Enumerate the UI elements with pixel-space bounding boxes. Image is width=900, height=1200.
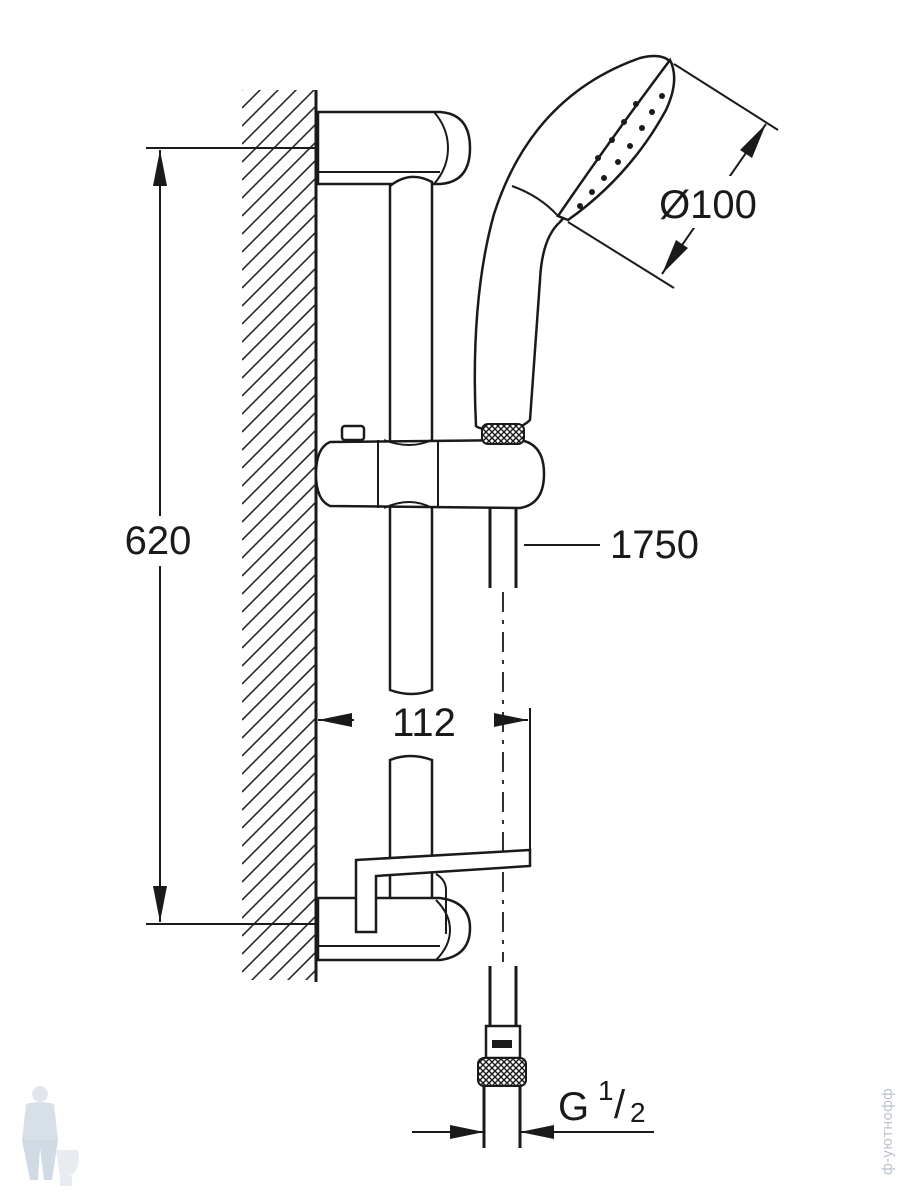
- hatch-line: [242, 375, 316, 451]
- hatch-line: [242, 303, 316, 379]
- hatch-line: [242, 717, 316, 793]
- hatch-line: [242, 807, 316, 883]
- dimension-wall-offset: 112: [318, 701, 528, 745]
- hatch-line: [242, 825, 316, 901]
- nozzle: [639, 125, 645, 131]
- soap-dish: [354, 708, 532, 934]
- hatch-line: [242, 285, 316, 361]
- hatch-line: [242, 555, 316, 631]
- top-wall-bracket: [316, 110, 472, 186]
- plumber-mascot-icon: [22, 1086, 79, 1186]
- hatch-line: [242, 429, 316, 505]
- shower-rail-upper: [388, 175, 434, 696]
- hatch-line: [242, 897, 316, 973]
- hatch-line: [242, 627, 316, 703]
- dimension-label-1750: 1750: [610, 523, 699, 567]
- thread-label-g: G: [558, 1085, 589, 1129]
- hatch-line: [242, 90, 262, 109]
- nozzle: [649, 109, 655, 115]
- thread-label-numerator: 1: [598, 1075, 614, 1106]
- hatch-line: [242, 501, 316, 577]
- thread-label-slash: /: [614, 1083, 626, 1127]
- hatch-line: [242, 321, 316, 397]
- hatch-line: [242, 357, 316, 433]
- hatch-line: [242, 771, 316, 847]
- nozzle: [633, 101, 639, 107]
- hatch-line: [242, 465, 316, 541]
- hatch-line: [242, 591, 316, 667]
- hatch-line: [242, 843, 316, 919]
- hatch-line: [242, 90, 280, 127]
- hatch-line: [242, 519, 316, 595]
- hatch-line: [250, 915, 316, 980]
- shower-hose-lower: [477, 966, 527, 1148]
- hatch-line: [242, 159, 316, 235]
- hatch-line: [242, 339, 316, 415]
- wall-hatching: [242, 90, 316, 1080]
- hatch-line: [242, 988, 316, 1062]
- hatch-line: [242, 789, 316, 865]
- hatch-line: [242, 90, 244, 91]
- hatch-line: [242, 753, 316, 829]
- nozzle: [609, 137, 615, 143]
- nozzle: [621, 119, 627, 125]
- hatch-line: [242, 663, 316, 739]
- hatch-line: [242, 249, 316, 325]
- hatch-line: [242, 573, 316, 649]
- nozzle: [601, 175, 607, 181]
- hatch-line: [242, 735, 316, 811]
- dimension-connection-thread: G 1 / 2: [412, 1075, 654, 1139]
- hatch-line: [242, 609, 316, 685]
- bottom-wall-bracket: [316, 896, 472, 962]
- hatch-line: [242, 213, 316, 289]
- hatch-line: [242, 681, 316, 757]
- thread-label-denominator: 2: [630, 1097, 646, 1128]
- nozzle: [627, 143, 633, 149]
- hatch-line: [304, 969, 316, 980]
- hatch-line: [268, 933, 316, 980]
- shower-hose-upper: [488, 508, 518, 588]
- hand-shower: [473, 54, 676, 445]
- hatch-line: [242, 141, 316, 217]
- hatch-line: [242, 231, 316, 307]
- hatch-line: [242, 123, 316, 199]
- hatch-line: [242, 1006, 316, 1080]
- hatch-line: [242, 267, 316, 343]
- hatch-line: [286, 951, 316, 980]
- hatch-line: [242, 105, 316, 181]
- nozzle: [615, 159, 621, 165]
- dimension-label-diameter: Ø100: [659, 183, 757, 227]
- hatch-line: [242, 483, 316, 559]
- hatch-line: [242, 447, 316, 523]
- dimension-rail-length: 620: [112, 147, 316, 925]
- nozzle: [589, 189, 595, 195]
- watermark-side-text: ф-уютнофф: [880, 1088, 896, 1175]
- hatch-line: [242, 195, 316, 271]
- nozzle: [577, 203, 583, 209]
- dimension-head-diameter: Ø100: [567, 63, 779, 289]
- nozzle: [595, 155, 601, 161]
- hatch-line: [242, 90, 316, 163]
- hatch-line: [242, 393, 316, 469]
- hose-nut: [477, 1057, 527, 1087]
- hatch-line: [242, 699, 316, 775]
- dimension-label-112: 112: [392, 701, 456, 745]
- nozzle: [659, 93, 665, 99]
- hatch-line: [242, 177, 316, 253]
- hatch-line: [242, 645, 316, 721]
- hatch-line: [242, 411, 316, 487]
- sliding-holder: [314, 424, 546, 510]
- shower-rail-lower: [388, 754, 434, 902]
- hatch-line: [242, 879, 316, 955]
- hatch-line: [242, 537, 316, 613]
- dimension-label-620: 620: [125, 519, 192, 563]
- shower-head-nozzles: [577, 93, 665, 209]
- dimension-hose-length: 1750: [524, 523, 699, 567]
- hatch-line: [242, 90, 298, 145]
